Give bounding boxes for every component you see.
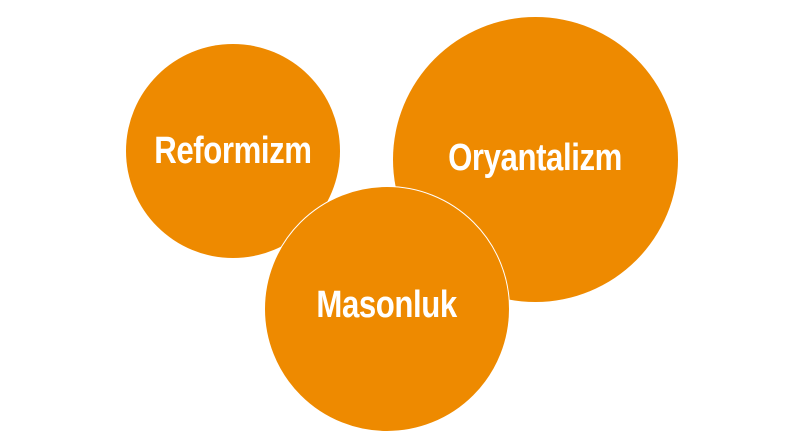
circle-label-oryantalizm: Oryantalizm <box>448 136 623 179</box>
circle-label-masonluk: Masonluk <box>316 283 458 326</box>
circle-reformizm: Reformizm <box>126 44 340 258</box>
circle-label-reformizm: Reformizm <box>154 130 312 172</box>
circle-masonluk: Masonluk <box>264 186 510 432</box>
